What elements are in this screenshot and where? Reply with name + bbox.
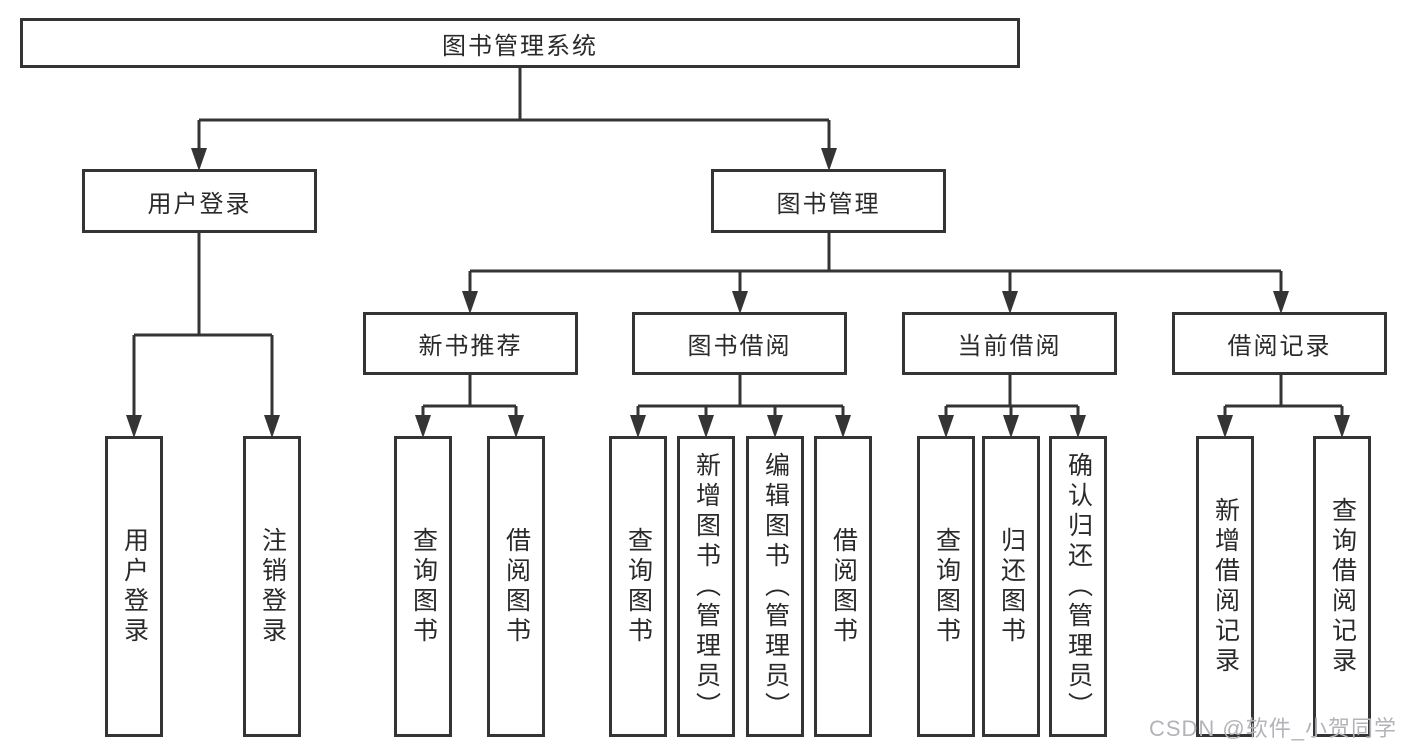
node-bb-add-books-admin: 新增图书（管理员） xyxy=(677,436,735,737)
node-label: 确认归还（管理员） xyxy=(1064,451,1093,722)
arrowhead-icon xyxy=(1002,291,1018,314)
node-cb-confirm-return-admin: 确认归还（管理员） xyxy=(1049,436,1107,737)
node-label: 查询图书 xyxy=(624,526,653,647)
node-label: 编辑图书（管理员） xyxy=(761,451,790,722)
arrowhead-icon xyxy=(1273,291,1289,314)
arrowhead-icon xyxy=(835,415,851,438)
arrowhead-icon xyxy=(698,415,714,438)
node-label: 当前借阅 xyxy=(957,333,1062,360)
arrowhead-icon xyxy=(821,148,837,171)
node-label: 查询图书 xyxy=(409,526,438,647)
node-label: 新增图书（管理员） xyxy=(692,451,721,722)
node-nbr-query-books: 查询图书 xyxy=(394,436,452,737)
node-borrowing-records: 借阅记录 xyxy=(1172,312,1387,375)
node-label: 图书管理 xyxy=(776,190,881,218)
node-bb-borrow-books: 借阅图书 xyxy=(814,436,872,737)
arrowhead-icon xyxy=(191,148,207,171)
node-label: 新增借阅记录 xyxy=(1211,496,1240,677)
arrowhead-icon xyxy=(1334,415,1350,438)
node-label: 借阅记录 xyxy=(1227,333,1332,360)
node-cb-return-books: 归还图书 xyxy=(982,436,1040,737)
node-user-login: 用户登录 xyxy=(82,169,317,233)
arrowhead-icon xyxy=(264,415,280,438)
arrowhead-icon xyxy=(126,415,142,438)
arrowhead-icon xyxy=(508,415,524,438)
arrowhead-icon xyxy=(462,291,478,314)
node-book-management: 图书管理 xyxy=(711,169,946,233)
node-label: 借阅图书 xyxy=(829,526,858,647)
node-current-borrowing: 当前借阅 xyxy=(902,312,1117,375)
watermark: CSDN @软件_小贺同学 xyxy=(1148,716,1397,741)
node-bb-query-books: 查询图书 xyxy=(609,436,667,737)
node-logout-action: 注销登录 xyxy=(243,436,301,737)
node-label: 新书推荐 xyxy=(418,333,523,360)
node-label: 注销登录 xyxy=(258,526,287,647)
node-br-query-record: 查询借阅记录 xyxy=(1313,436,1371,737)
node-nbr-borrow-books: 借阅图书 xyxy=(487,436,545,737)
node-label: 图书管理系统 xyxy=(442,32,598,60)
arrowhead-icon xyxy=(1003,415,1019,438)
node-book-borrowing: 图书借阅 xyxy=(632,312,847,375)
arrowhead-icon xyxy=(938,415,954,438)
node-label: 借阅图书 xyxy=(502,526,531,647)
node-library-management-system: 图书管理系统 xyxy=(20,18,1020,68)
node-new-book-recommend: 新书推荐 xyxy=(363,312,578,375)
arrowhead-icon xyxy=(415,415,431,438)
node-label: 图书借阅 xyxy=(687,333,792,360)
node-label: 归还图书 xyxy=(997,526,1026,647)
node-user-login-action: 用户登录 xyxy=(105,436,163,737)
arrowhead-icon xyxy=(1070,415,1086,438)
arrowhead-icon xyxy=(732,291,748,314)
node-bb-edit-books-admin: 编辑图书（管理员） xyxy=(746,436,804,737)
node-label: 查询图书 xyxy=(932,526,961,647)
arrowhead-icon xyxy=(630,415,646,438)
node-label: 用户登录 xyxy=(120,526,149,647)
arrowhead-icon xyxy=(1217,415,1233,438)
node-label: 查询借阅记录 xyxy=(1328,496,1357,677)
node-br-add-record: 新增借阅记录 xyxy=(1196,436,1254,737)
node-cb-query-books: 查询图书 xyxy=(917,436,975,737)
arrowhead-icon xyxy=(767,415,783,438)
node-label: 用户登录 xyxy=(147,190,252,218)
